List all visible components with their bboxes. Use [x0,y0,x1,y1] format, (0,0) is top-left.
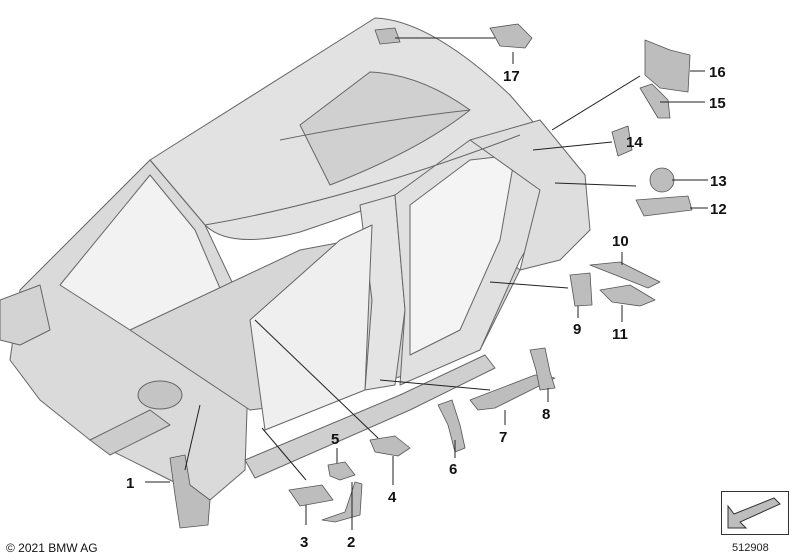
callout-6: 6 [449,461,457,478]
windscreen-opening [59,174,226,331]
callout-3: 3 [300,534,308,551]
part-17[interactable] [489,23,533,49]
callout-1: 1 [126,475,134,492]
document-number: 512908 [732,542,769,554]
front-door-opening [249,224,373,431]
suspension-tower [137,380,183,410]
roof-bow [279,109,471,141]
callout-12: 12 [710,201,727,218]
callout-numbers: 1 2 3 4 5 6 7 8 9 10 11 12 13 14 15 16 1… [126,64,727,551]
part-12[interactable] [635,195,693,217]
callout-15: 15 [709,95,726,112]
callout-14: 14 [626,134,643,151]
front-crash-member [0,284,51,346]
callout-10: 10 [612,233,629,250]
part-14[interactable] [611,125,633,157]
callout-7: 7 [499,429,507,446]
vehicle-body-shell [0,17,591,501]
leader-lines [145,37,708,530]
part-16[interactable] [644,39,691,93]
callout-5: 5 [331,431,339,448]
rear-quarter-panel [469,119,591,271]
front-frame-rail [89,409,171,456]
callout-16: 16 [709,64,726,81]
part-7[interactable] [469,374,556,411]
part-1[interactable] [169,454,211,529]
rear-door-opening [409,154,516,356]
roof-rail [204,134,521,226]
nav-arrow-icon [727,497,781,529]
callout-9: 9 [573,321,581,338]
callout-17: 17 [503,68,520,85]
part-8[interactable] [529,347,556,391]
part-6[interactable] [437,399,466,453]
part-17-roof-mount [374,27,401,45]
part-3[interactable] [288,484,334,507]
callout-13: 13 [710,173,727,190]
part-11[interactable] [599,284,656,307]
callout-4: 4 [388,489,397,506]
parts [169,23,693,529]
copyright-text: © 2021 BMW AG [6,541,98,555]
callout-11: 11 [612,326,628,343]
nav-arrow-button[interactable] [721,491,789,535]
part-10[interactable] [589,261,661,289]
part-2[interactable] [321,481,363,523]
side-sill [244,354,496,479]
callout-2: 2 [347,534,355,551]
part-13[interactable] [649,167,675,193]
callout-8: 8 [542,406,550,423]
part-4[interactable] [369,435,411,457]
part-9[interactable] [569,272,593,307]
part-15[interactable] [639,83,671,119]
part-5[interactable] [327,461,356,481]
